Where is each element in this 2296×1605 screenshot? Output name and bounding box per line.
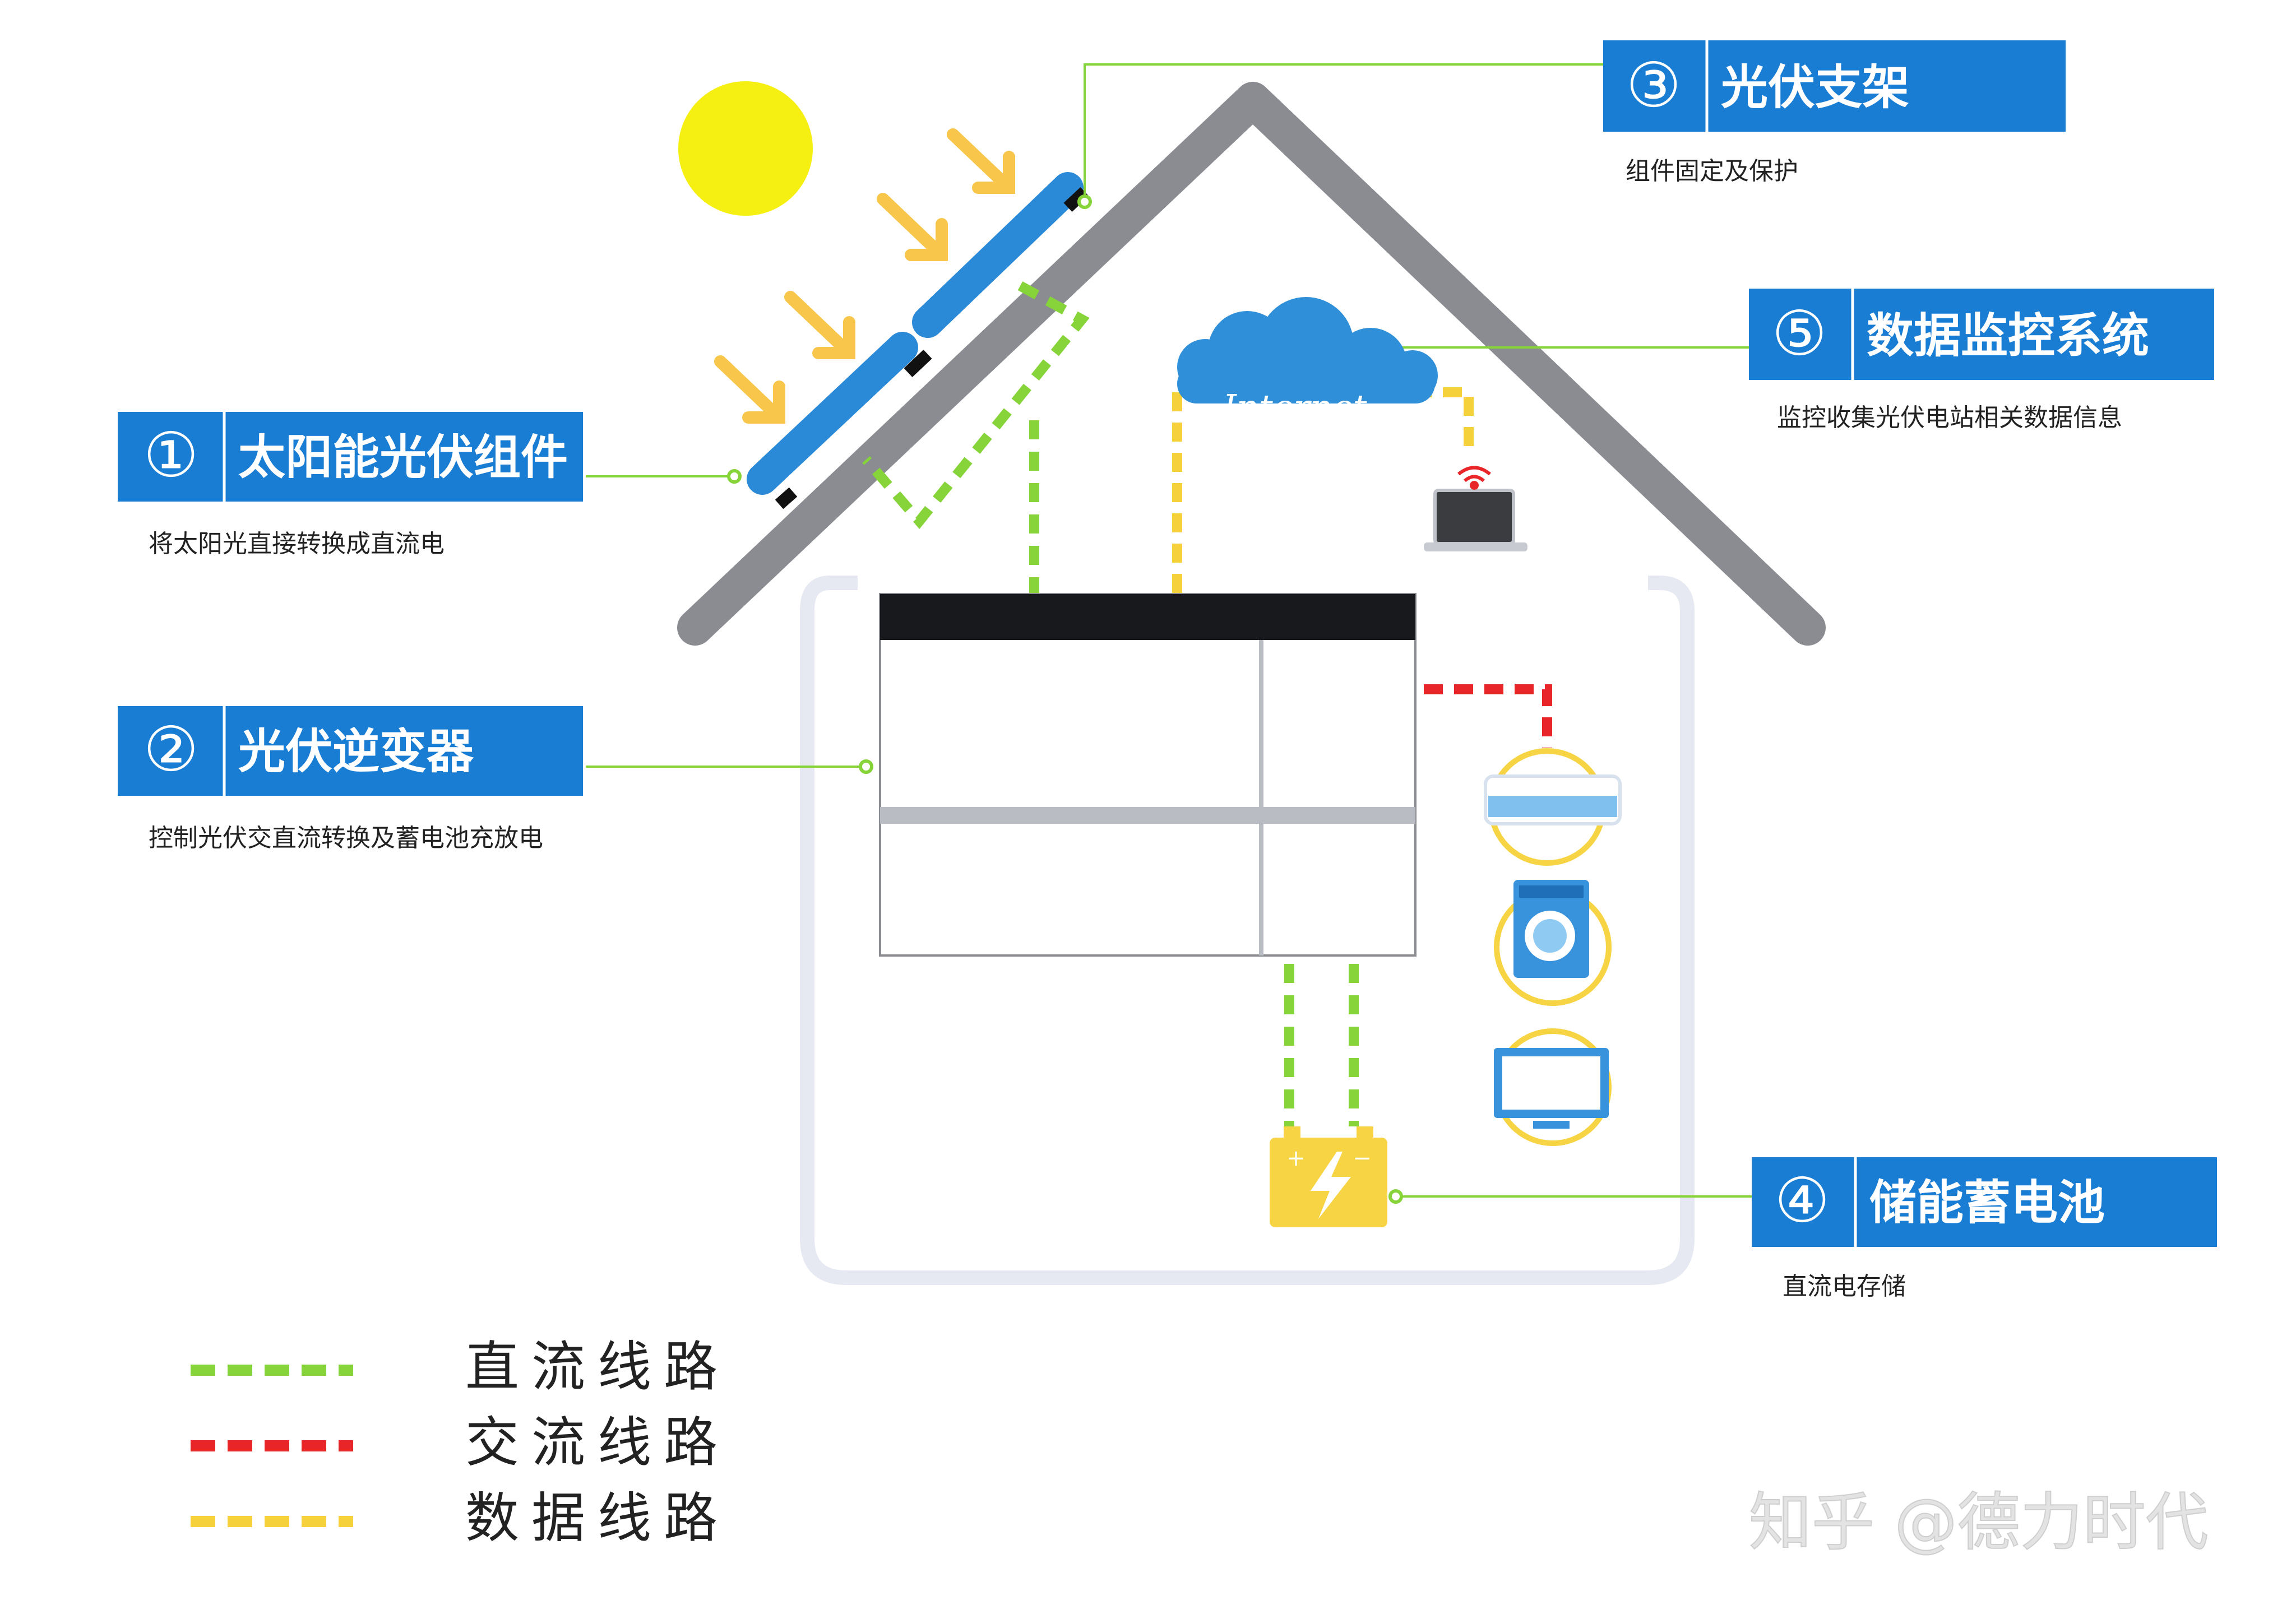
- callout-number: ④: [1775, 1165, 1830, 1236]
- solar-panel: [912, 172, 1084, 338]
- inverter-cabinet: [879, 593, 1417, 957]
- lightning-icon: [1311, 1152, 1351, 1219]
- callout-title: 太阳能光伏组件: [238, 430, 568, 485]
- house-outline: [800, 576, 1695, 1285]
- callout-monitoring: ⑤ 数据监控系统 监控收集光伏电站相关数据信息: [1749, 289, 2214, 432]
- sunlight-arrow-icon: [714, 128, 1015, 424]
- svg-text:−: −: [1353, 1145, 1372, 1171]
- legend-label: 数据线路: [465, 1487, 730, 1550]
- callout-inverter: ② 光伏逆变器 控制光伏交直流转换及蓄电池充放电: [118, 706, 583, 852]
- callout-desc: 直流电存储: [1783, 1272, 1906, 1301]
- callout-number: ①: [144, 419, 199, 491]
- callout-number: ②: [144, 713, 199, 785]
- callout-title: 光伏支架: [1721, 60, 1909, 115]
- solar-panel: [747, 332, 918, 495]
- watermark: 知乎 @德力时代: [1749, 1486, 2209, 1559]
- legend-item-ac: 交流线路: [191, 1411, 730, 1474]
- solar-panels: [747, 172, 1089, 509]
- svg-text:+: +: [1286, 1145, 1306, 1171]
- laptop-icon: [1424, 489, 1527, 551]
- legend-label: 交流线路: [465, 1411, 730, 1474]
- callout-battery: ④ 储能蓄电池 直流电存储: [1752, 1157, 2217, 1301]
- legend-item-data: 数据线路: [191, 1487, 730, 1550]
- cloud-label: Internet: [1222, 387, 1367, 428]
- legend-label: 直流线路: [465, 1335, 730, 1398]
- sun-icon: [678, 81, 813, 216]
- callout-title: 数据监控系统: [1867, 308, 2149, 363]
- legend-item-dc: 直流线路: [191, 1335, 730, 1398]
- cloud-icon: [1177, 297, 1438, 403]
- callout-title: 光伏逆变器: [238, 724, 474, 779]
- legend: 直流线路 交流线路 数据线路: [191, 1335, 730, 1550]
- callout-title: 储能蓄电池: [1869, 1175, 2105, 1230]
- callout-desc: 组件固定及保护: [1626, 157, 1798, 185]
- washing-machine-icon: [1513, 880, 1589, 978]
- callout-desc: 控制光伏交直流转换及蓄电池充放电: [149, 824, 543, 852]
- battery-icon: + −: [1270, 1126, 1387, 1227]
- callout-pv-modules: ① 太阳能光伏组件 将太阳光直接转换成直流电: [118, 412, 583, 558]
- callout-number: ③: [1626, 49, 1682, 121]
- wifi-icon: [1457, 466, 1491, 490]
- tv-icon: [1494, 1048, 1609, 1129]
- air-conditioner-icon: [1484, 774, 1622, 825]
- callout-mounting: ③ 光伏支架 组件固定及保护: [1603, 40, 2066, 185]
- callout-desc: 监控收集光伏电站相关数据信息: [1777, 403, 2122, 432]
- callout-number: ⑤: [1772, 298, 1827, 369]
- roof: [677, 82, 1826, 646]
- callout-desc: 将太阳光直接转换成直流电: [149, 530, 445, 558]
- dc-lines: [586, 63, 1752, 1198]
- ac-line: [1424, 684, 1552, 748]
